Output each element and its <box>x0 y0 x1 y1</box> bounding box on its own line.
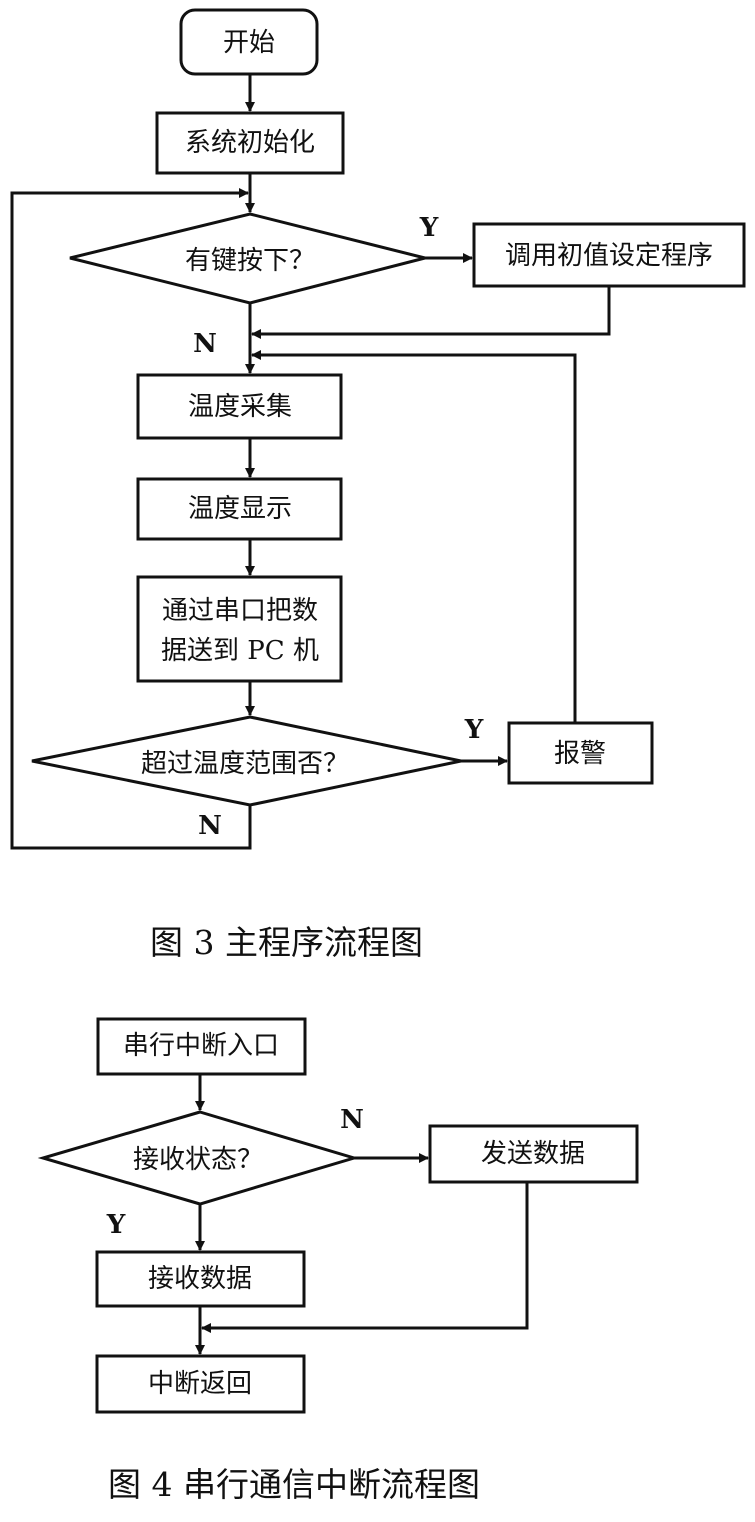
edge-setinit-return <box>251 286 611 339</box>
yes-label-1: Y <box>419 213 439 243</box>
edge-range-no-loop <box>10 188 252 850</box>
receive-state-label: 接收状态？ <box>133 1145 263 1175</box>
temp-collect-node <box>136 373 343 440</box>
edge-send-return <box>201 1182 529 1333</box>
no-label-3: N <box>340 1105 364 1135</box>
figure-3-caption: 图 3 主程序流程图 <box>150 923 423 962</box>
over-range-label: 超过温度范围否？ <box>141 749 349 779</box>
send-data-label: 发送数据 <box>481 1139 585 1169</box>
set-initial-label: 调用初值设定程序 <box>505 241 713 271</box>
no-label-2: N <box>198 811 222 841</box>
return-label: 中断返回 <box>148 1369 252 1399</box>
send-pc-label-2: 据送到 PC 机 <box>161 636 319 666</box>
no-label-1: N <box>193 329 217 359</box>
yes-label-3: Y <box>106 1210 126 1240</box>
receive-data-label: 接收数据 <box>148 1264 252 1294</box>
init-label: 系统初始化 <box>185 128 315 158</box>
temp-display-node <box>136 477 343 541</box>
send-pc-label-1: 通过串口把数 <box>162 596 318 626</box>
alarm-label: 报警 <box>554 739 606 769</box>
temp-collect-label: 温度采集 <box>188 392 292 422</box>
key-pressed-label: 有键按下？ <box>185 246 315 276</box>
figure-4-caption: 图 4 串行通信中断流程图 <box>108 1465 480 1504</box>
yes-label-2: Y <box>464 715 484 745</box>
entry-label: 串行中断入口 <box>123 1031 279 1061</box>
return-node <box>95 1354 306 1414</box>
temp-display-label: 温度显示 <box>188 494 292 524</box>
edge-alarm-return <box>251 350 577 723</box>
send-data-node <box>428 1124 639 1184</box>
start-label: 开始 <box>223 28 275 58</box>
alarm-node <box>507 721 654 785</box>
send-pc-node <box>136 575 343 683</box>
